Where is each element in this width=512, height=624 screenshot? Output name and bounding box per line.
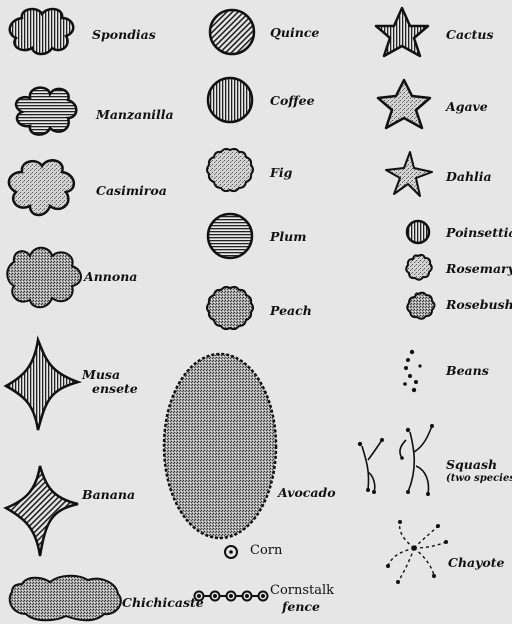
chayote-label: Chayote xyxy=(448,556,504,569)
corn-symbol xyxy=(225,546,237,558)
avocado-label: Avocado xyxy=(278,486,336,499)
chichicaste-symbol xyxy=(10,576,121,621)
fig-symbol xyxy=(207,149,253,191)
fig-label: Fig xyxy=(270,166,292,179)
annona-symbol xyxy=(7,248,81,308)
poinsettia-label: Poinsettia xyxy=(446,226,512,239)
spondias-label: Spondias xyxy=(92,28,156,41)
annona-label: Annona xyxy=(84,270,137,283)
coffee-label: Coffee xyxy=(270,94,315,107)
squash-label-line2: (two species) xyxy=(446,474,512,485)
casimiroa-symbol xyxy=(9,160,74,215)
plum-symbol xyxy=(208,214,252,258)
beans-symbol xyxy=(403,350,421,392)
dahlia-symbol xyxy=(386,152,432,196)
poinsettia-symbol xyxy=(407,221,429,243)
banana-symbol xyxy=(6,466,78,556)
manzanilla-label: Manzanilla xyxy=(96,108,174,121)
agave-label: Agave xyxy=(446,100,488,113)
musa-label-line1: Musa xyxy=(82,368,120,381)
corn-label: Corn xyxy=(250,544,282,558)
musa-label-line2: ensete xyxy=(92,382,138,395)
casimiroa-label: Casimiroa xyxy=(96,184,167,197)
squash-leaf-dots xyxy=(358,424,434,496)
musa-ensete-symbol xyxy=(6,340,78,430)
squash-label-line1: Squash xyxy=(446,458,497,471)
spondias-symbol xyxy=(10,9,73,54)
rosemary-symbol xyxy=(406,255,432,280)
rosebush-label: Rosebush xyxy=(446,298,512,311)
rosebush-symbol xyxy=(407,293,434,319)
peach-symbol xyxy=(207,287,253,329)
rosemary-label: Rosemary xyxy=(446,262,512,275)
quince-label: Quince xyxy=(270,26,319,39)
cornstalk-fence-symbol xyxy=(195,592,268,601)
agave-symbol xyxy=(378,80,430,128)
cactus-symbol xyxy=(376,8,428,56)
quince-symbol xyxy=(210,10,254,54)
peach-label: Peach xyxy=(270,304,312,317)
avocado-symbol xyxy=(164,354,276,538)
cornstalk-label-line2: fence xyxy=(282,600,320,613)
dahlia-label: Dahlia xyxy=(446,170,492,183)
chayote-symbol xyxy=(388,522,446,582)
plum-label: Plum xyxy=(270,230,306,243)
cactus-label: Cactus xyxy=(446,28,494,41)
cornstalk-label-line1: Cornstalk xyxy=(270,584,334,598)
coffee-symbol xyxy=(208,78,252,122)
beans-label: Beans xyxy=(446,364,489,377)
squash-symbol xyxy=(362,426,432,494)
chichicaste-label: Chichicaste xyxy=(122,596,204,609)
manzanilla-symbol xyxy=(16,88,76,135)
chayote-leaf-dots xyxy=(386,520,448,584)
banana-label: Banana xyxy=(82,488,135,501)
